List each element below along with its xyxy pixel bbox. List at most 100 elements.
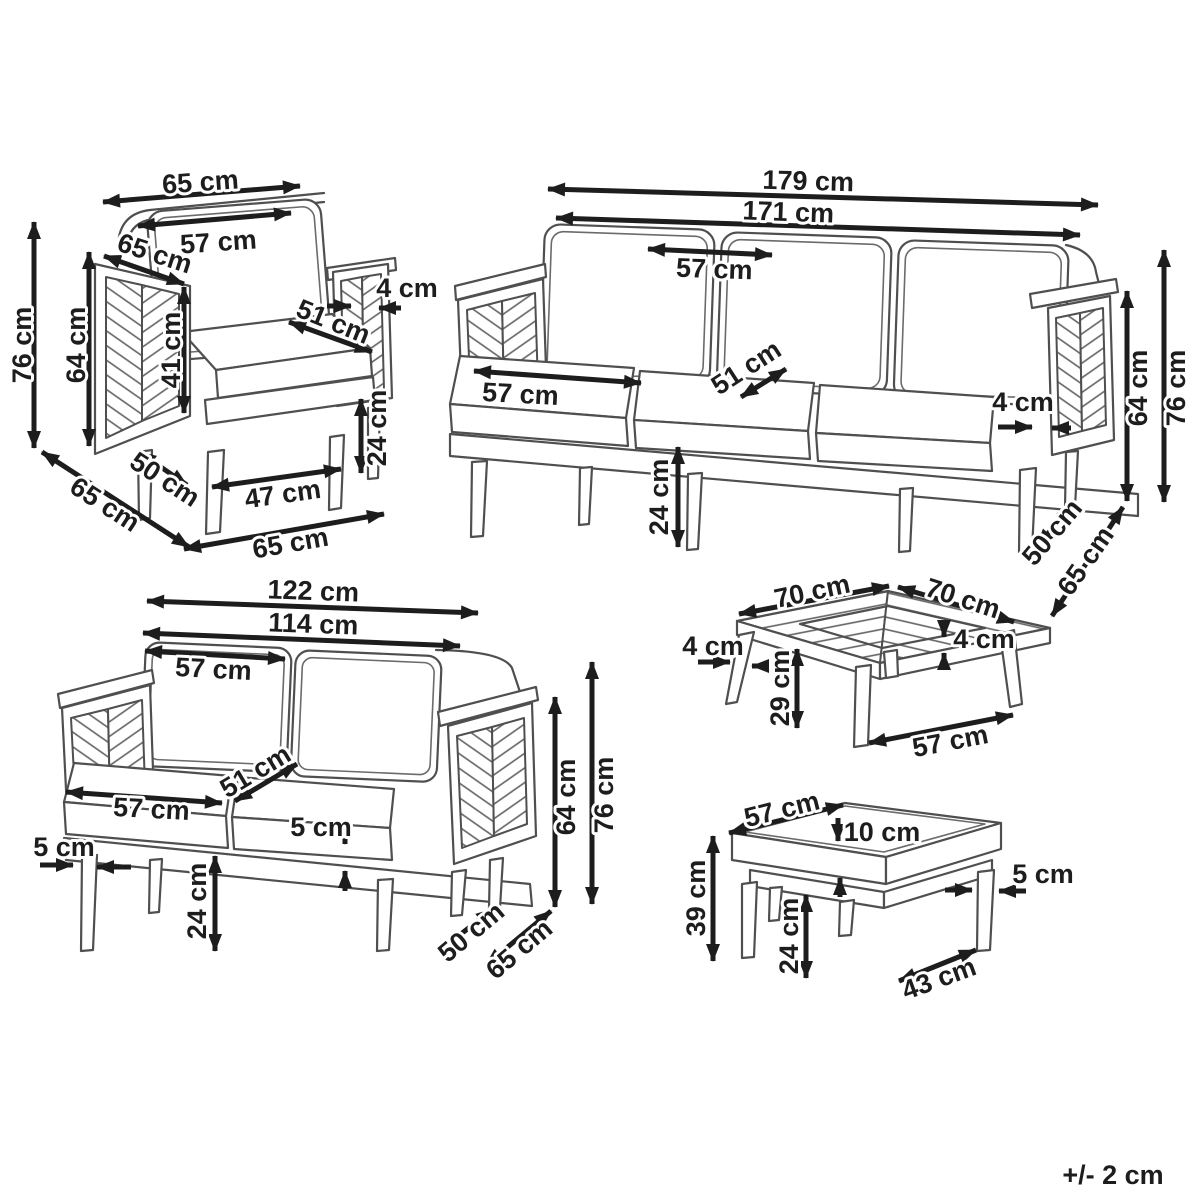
dim-sofa2-back-height-label: 64 cm <box>551 759 581 836</box>
dim-sofa3-arm-thickness-label: 4 cm <box>992 387 1054 417</box>
leg <box>147 857 164 915</box>
dim-ottoman-leg-width-label: 5 cm <box>1012 859 1074 889</box>
seat-cushion-front <box>230 815 394 862</box>
dim-armchair-arm-thickness-label: 4 cm <box>376 273 438 303</box>
leg <box>767 885 784 923</box>
dim-sofa2-back-cushion-label: 57 cm <box>174 652 252 686</box>
dim-armchair-side-depth-arrow <box>103 253 185 287</box>
dim-table-leg-height-label: 29 cm <box>765 650 795 727</box>
dim-sofa2-total-height-label: 76 cm <box>589 757 619 834</box>
dim-armchair-top-width-arrow <box>102 180 301 208</box>
sofa2-line-art <box>56 641 540 953</box>
dim-sofa2-seat-cushion-arrow <box>65 786 223 809</box>
seat-cushion-front <box>814 431 994 473</box>
dim-sofa3-inner-width-label: 171 cm <box>742 195 835 228</box>
dim-sofa2-side-seat-depth-arrow <box>441 907 495 950</box>
base-rail <box>62 836 534 908</box>
dim-ottoman-top-width-arrow <box>728 802 844 836</box>
back-frame-corner <box>1064 243 1103 294</box>
leg <box>724 630 756 706</box>
dim-sofa2-inner-width-label: 114 cm <box>268 607 359 640</box>
armchair: 65 cm 57 cm 65 cm 76 cm 64 cm 41 cm 51 c… <box>4 161 441 567</box>
dim-table-leg-thickness-label: 4 cm <box>682 631 744 661</box>
dim-sofa3-total-height-label: 76 cm <box>1161 350 1191 427</box>
dim-sofa3-back-cushion-label: 57 cm <box>676 253 754 286</box>
back-cushion-piping <box>297 656 435 776</box>
dim-armchair-base-depth-arrow <box>40 449 191 550</box>
seat-cushion-front <box>62 800 230 850</box>
leg <box>685 471 704 552</box>
dim-armchair-front-leg-span-arrow <box>211 464 342 492</box>
dim-sofa2-overall-width-arrow <box>146 594 479 620</box>
leg <box>882 648 900 680</box>
dim-sofa3-base-depth-arrow <box>1049 505 1126 618</box>
sofa3-line-art <box>448 223 1140 554</box>
leg <box>852 663 873 749</box>
dim-sofa2-seat-cushion-label: 57 cm <box>112 792 190 826</box>
dim-sofa3-overall-width-label: 179 cm <box>762 165 854 197</box>
dim-sofa2-seat-depth-arrow <box>233 761 299 804</box>
dim-sofa3-leg-height-label: 24 cm <box>644 459 674 536</box>
dim-table-leg-span-arrow <box>868 711 1014 747</box>
left-armrest-rail <box>453 262 548 302</box>
dim-ottoman-total-height-label: 39 cm <box>681 860 711 937</box>
dim-table-top-depth-arrow <box>897 584 1015 625</box>
tolerance-note: +/- 2 cm <box>1062 1160 1163 1190</box>
leg <box>204 448 226 536</box>
right-arm-lattice-right <box>1079 307 1107 432</box>
ottoman-cushion-front-right <box>884 821 1003 886</box>
leg <box>740 880 759 960</box>
back-cushion <box>539 223 716 387</box>
dim-armchair-top-width-label: 65 cm <box>161 164 239 199</box>
right-arm-lattice-right <box>491 717 528 837</box>
leg <box>79 853 99 953</box>
dim-sofa2-overall-width-label: 122 cm <box>267 574 360 607</box>
dim-armchair-back-cushion-arrow <box>137 207 292 232</box>
base-rail <box>448 432 1140 518</box>
dim-armchair-base-width-arrow <box>183 510 385 553</box>
dim-sofa2-inner-width-arrow <box>142 626 461 653</box>
seat-cushion-front <box>448 402 630 448</box>
dim-sofa3-seat-depth-arrow <box>739 366 788 400</box>
left-arm-lattice-left <box>105 276 143 439</box>
dim-sofa2-base-depth-arrow <box>484 909 553 967</box>
right-armrest-rail <box>1028 277 1120 310</box>
dim-sofa3-overall-width-arrow <box>547 182 1099 212</box>
dim-ottoman-leg-height-label: 24 cm <box>774 898 804 975</box>
leg <box>998 628 1024 709</box>
back-cushion <box>290 649 443 783</box>
dim-armchair-back-height-label: 64 cm <box>61 307 91 384</box>
leg <box>837 898 856 938</box>
back-cushion <box>892 239 1070 407</box>
dim-sofa2-back-cushion-arrow <box>144 644 286 666</box>
leg <box>487 856 505 911</box>
sofa-2-seat: 122 cm 114 cm 57 cm 51 cm 57 cm 5 cm 5 c… <box>30 571 622 988</box>
dim-sofa3-seat-cushion-arrow <box>473 365 642 389</box>
dim-armchair-leg-height-label: 24 cm <box>362 390 392 467</box>
right-arm-lattice-left <box>456 726 495 849</box>
leg <box>577 465 594 527</box>
left-armrest-rail <box>56 668 156 710</box>
seat-cushion-front <box>214 346 374 400</box>
dim-sofa3-seat-cushion-label: 57 cm <box>481 377 559 411</box>
right-armrest-rail <box>436 685 540 728</box>
dim-sofa3-back-height-label: 64 cm <box>1123 350 1153 427</box>
coffee-table: 70 cm 70 cm 4 cm 4 cm 29 cm 57 cm <box>679 566 1052 766</box>
leg <box>1017 466 1038 554</box>
dim-sofa2-cushion-edge-label: 5 cm <box>290 812 352 842</box>
dim-armchair-total-height-label: 76 cm <box>7 307 37 384</box>
ottoman-dimensions: 57 cm 10 cm 39 cm 24 cm 5 cm 43 cm <box>678 782 1077 1008</box>
ottoman: 57 cm 10 cm 39 cm 24 cm 5 cm 43 cm <box>678 782 1077 1008</box>
dim-table-top-width-arrow <box>738 582 890 618</box>
dim-ottoman-cushion-thickness-label: 10 cm <box>844 817 921 847</box>
leg <box>366 405 382 481</box>
right-arm-lattice-left <box>1055 312 1083 438</box>
leg <box>897 486 915 554</box>
dim-sofa3-inner-width-arrow <box>555 211 1081 242</box>
dim-table-top-thickness-label: 4 cm <box>953 624 1015 654</box>
dim-sofa2-leg-width-label: 5 cm <box>33 832 95 862</box>
dim-sofa2-leg-height-label: 24 cm <box>182 863 212 940</box>
dim-sofa3-back-cushion-arrow <box>647 242 773 262</box>
leg <box>975 868 996 953</box>
